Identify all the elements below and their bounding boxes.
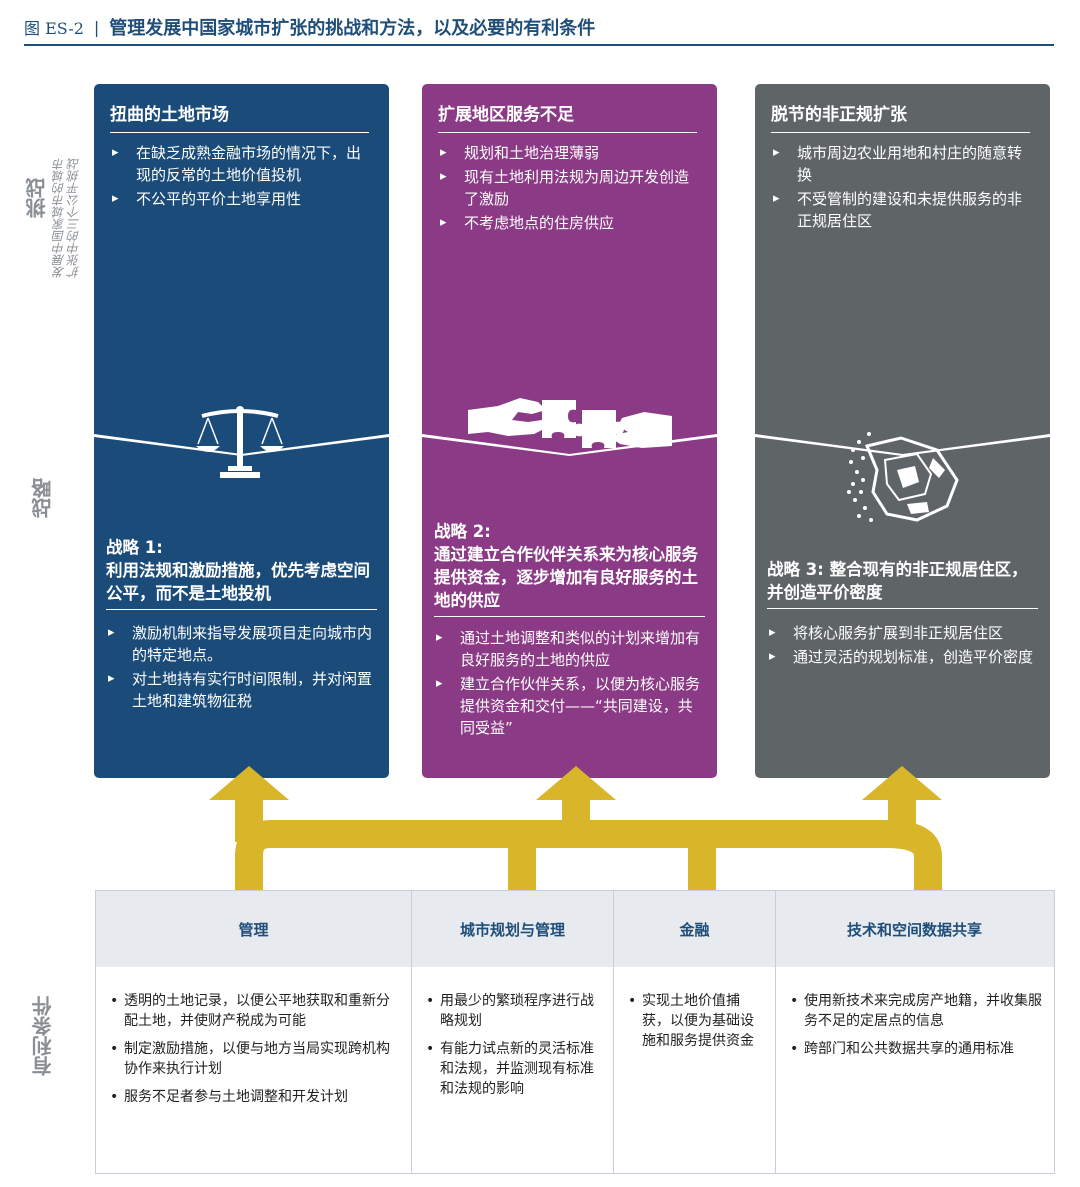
list-item: 用最少的繁琐程序进行战略规划 <box>426 991 603 1031</box>
condition-list: 透明的土地记录，以便公平地获取和重新分配土地，并使财产税成为可能 制定激励措施，… <box>96 967 411 1107</box>
column-underserved: 扩展地区服务不足 规划和土地治理薄弱 现有土地利用法规为周边开发创造了激励 不考… <box>422 84 717 778</box>
list-item: 使用新技术来完成房产地籍，并收集服务不足的定居点的信息 <box>790 991 1043 1031</box>
side-label-challenge-sub: 发展中国家城市的城市 扩张中的三个公平挑战 <box>52 128 82 278</box>
list-item: 通过灵活的规划标准，创造平价密度 <box>767 646 1038 668</box>
arrow-stub <box>508 836 536 890</box>
list-item: 通过土地调整和类似的计划来增加有良好服务的土地的供应 <box>434 627 705 671</box>
list-item: 有能力试点新的灵活标准和法规，并监测现有标准和法规的影响 <box>426 1039 603 1099</box>
scales-icon <box>196 406 284 478</box>
list-item: 激励机制来指导发展项目走向城市内的特定地点。 <box>106 622 377 666</box>
strategy-title: 战略 2: 通过建立合作伙伴关系来为核心服务提供资金，逐步增加有良好服务的土地的… <box>434 520 705 617</box>
condition-title: 城市规划与管理 <box>459 920 565 939</box>
challenge-title: 扩展地区服务不足 <box>438 100 697 133</box>
list-item: 对土地持有实行时间限制，并对闲置土地和建筑物征税 <box>106 668 377 712</box>
table-header-row <box>96 891 1054 967</box>
column-land-market: 扭曲的土地市场 在缺乏成熟金融市场的情况下，出现的反常的土地价值投机 不公平的平… <box>94 84 389 778</box>
list-item: 制定激励措施，以便与地方当局实现跨机构协作来执行计划 <box>110 1039 401 1079</box>
arrow-stub <box>688 836 716 890</box>
list-item: 规划和土地治理薄弱 <box>438 142 703 164</box>
list-item: 跨部门和公共数据共享的通用标准 <box>790 1039 1043 1059</box>
condition-title: 管理 <box>238 920 269 939</box>
list-item: 实现土地价值捕获，以便为基础设施和服务提供资金 <box>628 991 765 1051</box>
strategy-title: 战略 1: 利用法规和激励措施，优先考虑空间公平，而不是土地投机 <box>106 536 377 610</box>
list-item: 建立合作伙伴关系，以便为核心服务提供资金和交付——“共同建设，共同受益” <box>434 673 705 739</box>
condition-title: 金融 <box>679 920 710 939</box>
figure-separator: | <box>93 17 100 37</box>
side-label-strategy: 战略 <box>31 478 55 518</box>
challenge-list: 规划和土地治理薄弱 现有土地利用法规为周边开发创造了激励 不考虑地点的住房供应 <box>438 142 703 236</box>
strategy-title-text: 战略 1: 利用法规和激励措施，优先考虑空间公平，而不是土地投机 <box>106 538 370 603</box>
challenge-title: 扭曲的土地市场 <box>110 100 369 133</box>
arrow-head-3 <box>862 766 942 800</box>
condition-list: 实现土地价值捕获，以便为基础设施和服务提供资金 <box>614 967 775 1051</box>
strategy-list: 通过土地调整和类似的计划来增加有良好服务的土地的供应 建立合作伙伴关系，以便为核… <box>434 627 705 741</box>
arrow-head-2 <box>536 766 616 800</box>
challenge-title: 脱节的非正规扩张 <box>771 100 1030 133</box>
side-label-challenge-sub-line2: 扩张中的三个公平挑战 <box>67 158 81 278</box>
arrow-connector <box>209 766 942 890</box>
strategy-title-text: 战略 3: 整合现有的非正规居住区，并创造平价密度 <box>767 560 1028 602</box>
enabling-conditions-table: 管理 透明的土地记录，以便公平地获取和重新分配土地，并使财产税成为可能 制定激励… <box>95 890 1055 1174</box>
list-item: 服务不足者参与土地调整和开发计划 <box>110 1087 401 1107</box>
condition-list: 用最少的繁琐程序进行战略规划 有能力试点新的灵活标准和法规，并监测现有标准和法规… <box>412 967 613 1099</box>
arrow-shaft-1 <box>235 792 263 842</box>
figure-header: 图 ES-2 | 管理发展中国家城市扩张的挑战和方法，以及必要的有利条件 <box>24 10 1054 46</box>
condition-column-planning: 城市规划与管理 用最少的繁琐程序进行战略规划 有能力试点新的灵活标准和法规，并监… <box>412 891 614 1173</box>
challenge-list: 城市周边农业用地和村庄的随意转换 不受管制的建设和未提供服务的非正规居住区 <box>771 142 1036 234</box>
condition-column-governance: 管理 透明的土地记录，以便公平地获取和重新分配土地，并使财产税成为可能 制定激励… <box>96 891 412 1173</box>
side-label-challenge-sub-line1: 发展中国家城市的城市 <box>52 158 66 278</box>
condition-list: 使用新技术来完成房产地籍，并收集服务不足的定居点的信息 跨部门和公共数据共享的通… <box>776 967 1053 1059</box>
side-label-challenge: 挑战 <box>25 178 49 218</box>
condition-column-finance: 金融 实现土地价值捕获，以便为基础设施和服务提供资金 <box>614 891 776 1173</box>
arrow-head-1 <box>209 766 289 800</box>
challenge-list: 在缺乏成熟金融市场的情况下，出现的反常的土地价值投机 不公平的平价土地享用性 <box>110 142 375 212</box>
side-label-enabling: 有利条件 <box>31 996 55 1076</box>
list-item: 不考虑地点的住房供应 <box>438 212 703 234</box>
column-informal-expansion: 脱节的非正规扩张 城市周边农业用地和村庄的随意转换 不受管制的建设和未提供服务的… <box>755 84 1050 778</box>
list-item: 透明的土地记录，以便公平地获取和重新分配土地，并使财产税成为可能 <box>110 991 401 1031</box>
list-item: 在缺乏成熟金融市场的情况下，出现的反常的土地价值投机 <box>110 142 375 186</box>
strategy-title: 战略 3: 整合现有的非正规居住区，并创造平价密度 <box>767 558 1038 609</box>
strategy-title-text: 战略 2: 通过建立合作伙伴关系来为核心服务提供资金，逐步增加有良好服务的土地的… <box>434 522 698 610</box>
settlement-map-icon <box>847 432 959 522</box>
list-item: 将核心服务扩展到非正规居住区 <box>767 622 1038 644</box>
figure-label: 图 ES-2 <box>24 19 84 38</box>
list-item: 不受管制的建设和未提供服务的非正规居住区 <box>771 188 1036 232</box>
puzzle-hands-icon <box>468 398 672 448</box>
list-item: 不公平的平价土地享用性 <box>110 188 375 210</box>
condition-column-data-sharing: 技术和空间数据共享 使用新技术来完成房产地籍，并收集服务不足的定居点的信息 跨部… <box>776 891 1053 1173</box>
list-item: 城市周边农业用地和村庄的随意转换 <box>771 142 1036 186</box>
figure-title: 管理发展中国家城市扩张的挑战和方法，以及必要的有利条件 <box>109 18 596 39</box>
condition-title: 技术和空间数据共享 <box>846 920 982 939</box>
strategy-list: 将核心服务扩展到非正规居住区 通过灵活的规划标准，创造平价密度 <box>767 622 1038 670</box>
list-item: 现有土地利用法规为周边开发创造了激励 <box>438 166 703 210</box>
strategy-list: 激励机制来指导发展项目走向城市内的特定地点。 对土地持有实行时间限制，并对闲置土… <box>106 622 377 714</box>
